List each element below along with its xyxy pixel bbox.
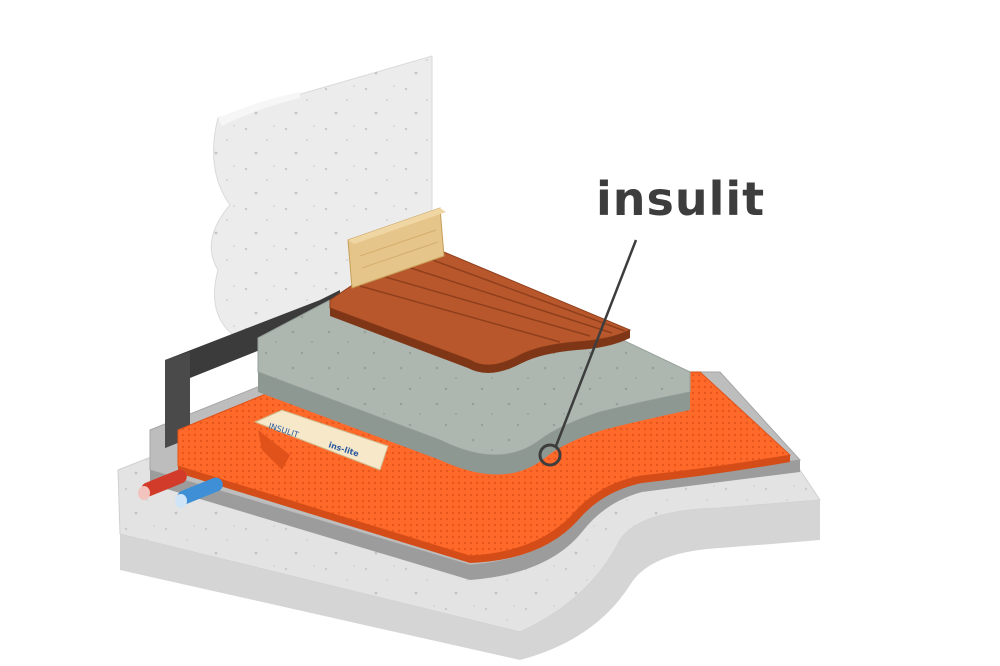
wood-flooring xyxy=(329,241,632,373)
blue-pipe xyxy=(177,477,223,505)
callout-circle-icon xyxy=(538,443,562,467)
callout-pointer xyxy=(538,239,638,467)
joint-tape: INSULIT ins-lite xyxy=(253,409,389,471)
red-pipe xyxy=(141,469,187,497)
callout-label: insulit xyxy=(596,172,766,226)
pointer-line xyxy=(554,239,638,447)
heating-pipes xyxy=(138,469,223,508)
skirting-board xyxy=(347,207,446,289)
